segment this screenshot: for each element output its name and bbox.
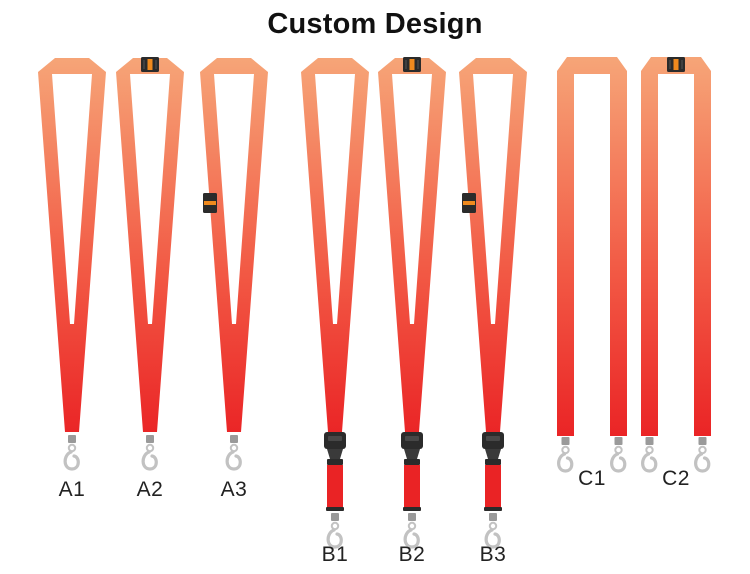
lobster-clasp [326,528,343,549]
strap-end-clip [403,507,421,511]
lower-strap [404,465,420,507]
detachable-buckle-male [404,449,420,459]
hook-ring [229,443,239,453]
lanyard-a3 [200,58,268,471]
hook-clamp [68,435,76,443]
lanyard-strap [641,57,711,436]
hook-ring [407,521,417,531]
hook-clamp [645,437,654,445]
hook-clamp [698,437,707,445]
buckle-strap-clip [327,459,343,465]
lanyard-strap [200,58,268,432]
buckle-slot [405,436,419,441]
strap-end-clip [484,507,502,511]
hook-ring [330,521,340,531]
lanyard-strap [459,58,527,432]
hook-ring [67,443,77,453]
lanyard-strap [378,58,446,432]
hook-clamp [146,435,154,443]
lanyard-b2 [378,57,446,549]
lanyard-c1 [557,57,627,473]
buckle-release-tab [204,201,216,205]
lanyard-b3 [459,58,527,549]
lanyard-a1 [38,58,106,471]
lanyard-label-b1: B1 [321,543,349,566]
hook-ring [614,445,623,455]
hook-clamp [614,437,623,445]
hook-ring [561,445,570,455]
hook-ring [698,445,707,455]
buckle-release-tab [409,59,415,70]
buckle-strap-clip [404,459,420,465]
lanyard-label-a2: A2 [136,478,164,501]
lobster-clasp [63,450,80,471]
hook-ring [145,443,155,453]
lanyard-strap [301,58,369,432]
lower-strap [327,465,343,507]
lanyard-label-a1: A1 [58,478,86,501]
hook-clamp [230,435,238,443]
lanyard-strap [557,57,627,436]
lanyard-strap [116,58,184,432]
lanyard-label-c2: C2 [662,467,690,490]
lanyard-a2 [116,57,184,471]
lobster-clasp [225,450,242,471]
page-title: Custom Design [267,8,483,40]
buckle-release-tab [147,59,153,70]
hook-clamp [489,513,497,521]
hook-ring [645,445,654,455]
lobster-clasp [557,452,574,473]
buckle-release-tab [463,201,475,205]
lanyard-label-b2: B2 [398,543,426,566]
buckle-slot [328,436,342,441]
lobster-clasp [641,452,658,473]
lobster-clasp [403,528,420,549]
lanyard-label-c1: C1 [578,467,606,490]
hook-ring [488,521,498,531]
buckle-strap-clip [485,459,501,465]
detachable-buckle-male [327,449,343,459]
lanyard-b1 [301,58,369,549]
hook-clamp [561,437,570,445]
detachable-buckle-male [485,449,501,459]
lobster-clasp [484,528,501,549]
lanyard-label-b3: B3 [479,543,507,566]
lanyard-c2 [641,57,711,473]
lanyard-label-a3: A3 [220,478,248,501]
lobster-clasp [694,452,711,473]
buckle-release-tab [673,59,679,70]
hook-clamp [408,513,416,521]
lanyard-strap [38,58,106,432]
buckle-slot [486,436,500,441]
lower-strap [485,465,501,507]
hook-clamp [331,513,339,521]
lobster-clasp [141,450,158,471]
lobster-clasp [610,452,627,473]
strap-end-clip [326,507,344,511]
